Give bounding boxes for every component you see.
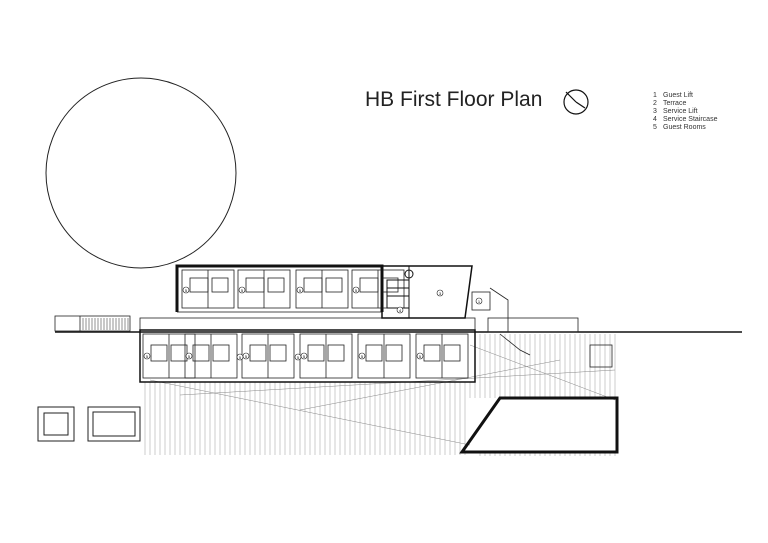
legend-label: Terrace: [663, 100, 687, 107]
legend-item: 2 Terrace: [653, 100, 717, 108]
left-walkway: [54, 315, 131, 332]
bed: [212, 344, 230, 362]
terrace-structure: [471, 287, 613, 368]
bed: [325, 277, 343, 293]
bed: [385, 344, 403, 362]
pool-outline: [459, 396, 619, 454]
room-marker-circle: [294, 353, 302, 361]
bed: [211, 277, 229, 293]
room-marker-circle: [238, 286, 246, 294]
room-marker-circle: [358, 352, 366, 360]
bed: [423, 344, 441, 362]
legend-number: 5: [653, 124, 657, 131]
legend-number: 3: [653, 108, 657, 115]
room-marker-circle: [416, 352, 424, 360]
room-marker-label: 5: [241, 288, 244, 293]
room-marker-label: 5: [188, 354, 191, 359]
bed: [359, 277, 379, 293]
room-marker-label: 5: [355, 288, 358, 293]
room-marker-label: 5: [361, 354, 364, 359]
core-marker-label: 1: [478, 299, 481, 304]
room-marker-circle: [236, 353, 244, 361]
corridor: [139, 317, 476, 331]
core-marker-circle: [396, 306, 404, 314]
room-marker-circle: [143, 352, 151, 360]
ground-hatching: [144, 334, 616, 456]
legend-item: 3 Service Lift: [653, 108, 717, 116]
legend-label: Guest Rooms: [663, 124, 706, 131]
bed: [192, 344, 210, 362]
upper-room-dividers: [181, 269, 405, 309]
room-marker-label: 5: [303, 354, 306, 359]
room-marker-label: 5: [146, 354, 149, 359]
legend-label: Guest Lift: [663, 92, 693, 99]
legend-label: Service Lift: [663, 108, 698, 115]
legend-number: 1: [653, 92, 657, 99]
bed: [307, 344, 325, 362]
bed: [170, 344, 188, 362]
bed: [303, 277, 323, 293]
bed: [267, 277, 285, 293]
room-marker-circle: [185, 352, 193, 360]
legend-label: Service Staircase: [663, 116, 718, 123]
room-marker-label: 5: [299, 288, 302, 293]
room-marker-label: 5: [419, 354, 422, 359]
room-marker-circle: [352, 286, 360, 294]
core-marker-circle: [436, 289, 444, 297]
circular-structure: [45, 77, 237, 269]
bed: [189, 277, 209, 293]
room-marker-label: 5: [245, 354, 248, 359]
bed: [249, 344, 267, 362]
bed: [245, 277, 265, 293]
bed: [150, 344, 168, 362]
north-arrow-icon: [563, 89, 589, 115]
core-marker-circle: [475, 297, 483, 305]
plan-title: HB First Floor Plan: [365, 88, 543, 111]
legend-item: 1 Guest Lift: [653, 92, 717, 100]
bed: [327, 344, 345, 362]
room-marker-circle: [296, 286, 304, 294]
legend-item: 5 Guest Rooms: [653, 124, 717, 132]
walkway-steps: [82, 318, 129, 330]
bed: [443, 344, 461, 362]
legend-number: 4: [653, 116, 657, 123]
core-marker-label: 4: [399, 308, 402, 313]
lower-room-block: [139, 329, 476, 383]
room-marker-circle: [182, 286, 190, 294]
bed: [269, 344, 287, 362]
core-marker-label: 3: [439, 291, 442, 296]
left-pools: [37, 406, 141, 442]
room-marker-label: 5: [297, 355, 300, 360]
legend: 1 Guest Lift 2 Terrace 3 Service Lift 4 Serv…: [653, 92, 717, 132]
bed: [365, 344, 383, 362]
legend-number: 2: [653, 100, 657, 107]
legend-item: 4 Service Staircase: [653, 116, 717, 124]
room-marker-label: 5: [239, 355, 242, 360]
room-marker-label: 5: [185, 288, 188, 293]
